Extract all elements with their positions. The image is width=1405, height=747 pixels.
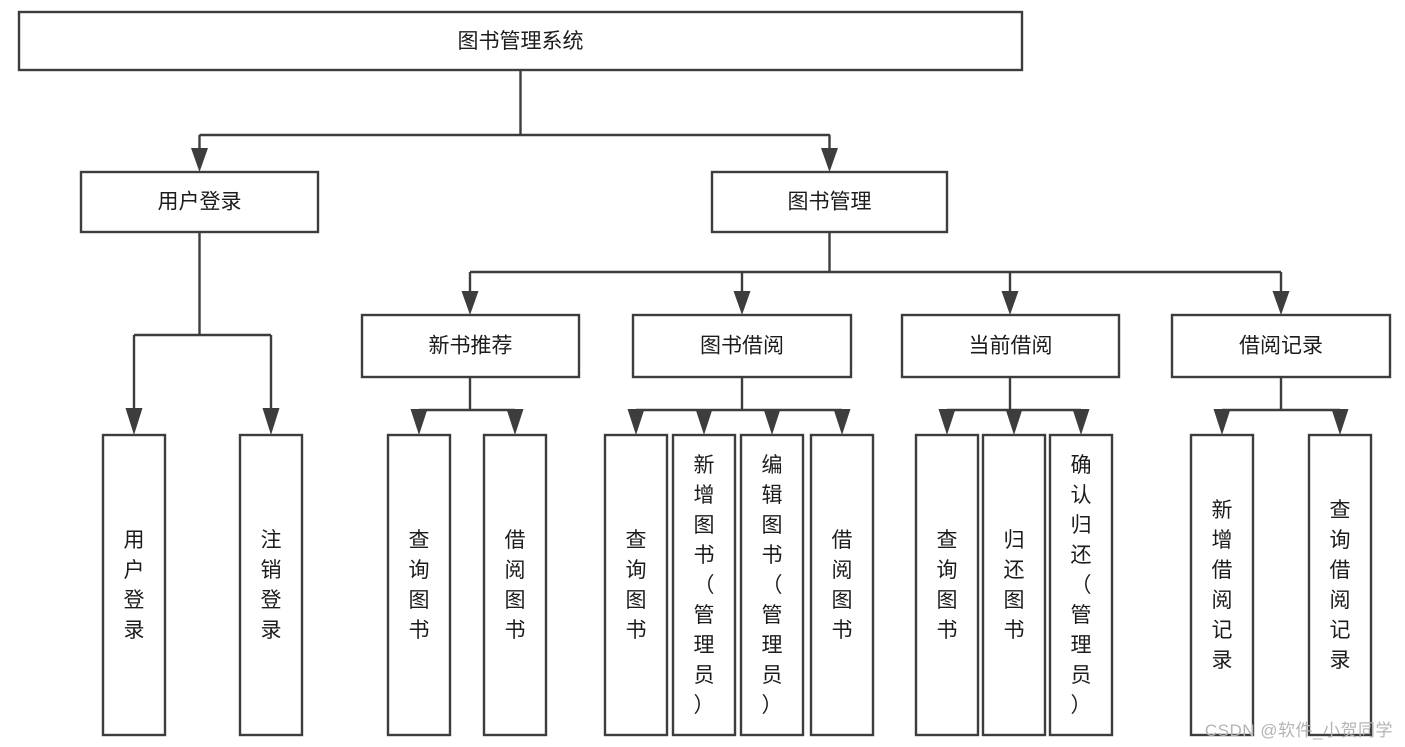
node-root-label: 图书管理系统 <box>458 30 584 53</box>
leaf-edit-book[interactable]: 编辑图书（管理员） <box>739 433 805 737</box>
node-borrow-record-label: 借阅记录 <box>1239 335 1323 358</box>
arrow-head-leaf-add-record <box>1213 409 1231 435</box>
arrow-head-leaf-query-book-2 <box>627 409 645 435</box>
leaf-edit-book-label: 编辑图书（管理员） <box>762 454 783 717</box>
arrow-head-book-manage <box>821 148 838 172</box>
node-new-book-recommend-label: 新书推荐 <box>429 335 513 358</box>
arrow-head-book-borrow <box>733 291 751 315</box>
node-user-login-box[interactable] <box>79 170 320 234</box>
arrow-head-leaf-edit-book <box>763 409 781 435</box>
leaf-borrow-book-1[interactable]: 借阅图书 <box>482 433 548 737</box>
leaf-borrow-book-2-label: 借阅图书 <box>832 529 853 642</box>
leaf-query-record[interactable]: 查询借阅记录 <box>1307 433 1373 737</box>
arrow-head-leaf-borrow-book-2 <box>833 409 851 435</box>
csdn-watermark: CSDN @软件_小贺同学 <box>1204 721 1393 740</box>
leaf-user-login-label: 用户登录 <box>124 529 145 642</box>
node-borrow-record[interactable]: 借阅记录 <box>1170 313 1392 379</box>
leaf-query-record-box[interactable] <box>1307 433 1373 737</box>
node-user-login[interactable]: 用户登录 <box>79 170 320 234</box>
leaf-user-login[interactable]: 用户登录 <box>101 433 167 737</box>
leaf-query-book-3-label: 查询图书 <box>937 529 958 642</box>
leaf-add-book-label: 新增图书（管理员） <box>694 454 715 717</box>
leaf-query-book-2[interactable]: 查询图书 <box>603 433 669 737</box>
arrow-head-leaf-borrow-book-1 <box>506 409 524 435</box>
arrow-head-leaf-add-book <box>695 409 713 435</box>
leaf-return-book-box[interactable] <box>981 433 1047 737</box>
node-borrow-record-box[interactable] <box>1170 313 1392 379</box>
node-book-manage-label: 图书管理 <box>788 191 872 214</box>
leaf-query-book-2-box[interactable] <box>603 433 669 737</box>
node-current-borrow-box[interactable] <box>900 313 1121 379</box>
arrow-head-new-book-recommend <box>461 291 479 315</box>
leaf-return-book[interactable]: 归还图书 <box>981 433 1047 737</box>
arrow-head-current-borrow <box>1001 291 1019 315</box>
arrow-head-borrow-record <box>1272 291 1290 315</box>
leaf-return-book-label: 归还图书 <box>1004 529 1025 642</box>
leaf-add-record-label: 新增借阅记录 <box>1212 499 1233 672</box>
leaf-query-book-1[interactable]: 查询图书 <box>386 433 452 737</box>
node-book-manage-box[interactable] <box>710 170 949 234</box>
arrow-head-leaf-query-book-1 <box>410 409 428 435</box>
arrow-head-leaf-return-book <box>1005 409 1023 435</box>
leaf-add-record-box[interactable] <box>1189 433 1255 737</box>
arrow-head-leaf-confirm-return <box>1072 409 1090 435</box>
node-book-manage[interactable]: 图书管理 <box>710 170 949 234</box>
node-new-book-recommend[interactable]: 新书推荐 <box>360 313 581 379</box>
node-book-borrow[interactable]: 图书借阅 <box>631 313 853 379</box>
leaf-query-record-label: 查询借阅记录 <box>1330 499 1351 672</box>
leaf-confirm-return-box[interactable] <box>1048 433 1114 737</box>
leaf-user-logout-label: 注销登录 <box>261 529 282 642</box>
connector-layer <box>125 70 1349 435</box>
node-book-borrow-box[interactable] <box>631 313 853 379</box>
leaf-confirm-return-label: 确认归还（管理员） <box>1071 454 1092 717</box>
node-current-borrow-label: 当前借阅 <box>969 335 1053 358</box>
leaf-edit-book-box[interactable] <box>739 433 805 737</box>
node-root[interactable]: 图书管理系统 <box>17 10 1024 72</box>
arrow-head-leaf-query-record <box>1331 409 1349 435</box>
arrow-head-leaf-user-logout <box>262 408 280 435</box>
leaf-borrow-book-1-label: 借阅图书 <box>505 529 526 642</box>
leaf-confirm-return[interactable]: 确认归还（管理员） <box>1048 433 1114 737</box>
leaf-query-book-3-box[interactable] <box>914 433 980 737</box>
leaf-query-book-2-label: 查询图书 <box>626 529 647 642</box>
leaf-add-record[interactable]: 新增借阅记录 <box>1189 433 1255 737</box>
leaf-query-book-1-label: 查询图书 <box>409 529 430 642</box>
leaf-borrow-book-2[interactable]: 借阅图书 <box>809 433 875 737</box>
node-root-box[interactable] <box>17 10 1024 72</box>
leaf-user-logout[interactable]: 注销登录 <box>238 433 304 737</box>
leaf-query-book-1-box[interactable] <box>386 433 452 737</box>
leaf-user-login-box[interactable] <box>101 433 167 737</box>
leaf-add-book-box[interactable] <box>671 433 737 737</box>
leaf-add-book[interactable]: 新增图书（管理员） <box>671 433 737 737</box>
node-new-book-recommend-box[interactable] <box>360 313 581 379</box>
node-current-borrow[interactable]: 当前借阅 <box>900 313 1121 379</box>
leaf-user-logout-box[interactable] <box>238 433 304 737</box>
arrow-head-leaf-query-book-3 <box>938 409 956 435</box>
leaf-query-book-3[interactable]: 查询图书 <box>914 433 980 737</box>
leaf-borrow-book-2-box[interactable] <box>809 433 875 737</box>
node-user-login-label: 用户登录 <box>158 191 242 214</box>
node-book-borrow-label: 图书借阅 <box>700 335 784 358</box>
arrow-head-user-login <box>191 148 208 172</box>
arrow-head-leaf-user-login <box>125 408 143 435</box>
leaf-borrow-book-1-box[interactable] <box>482 433 548 737</box>
